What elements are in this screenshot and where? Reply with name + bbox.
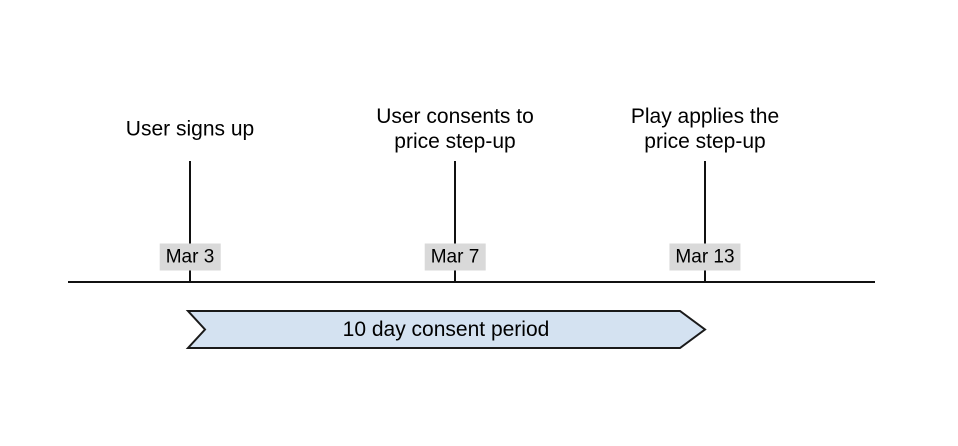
date-label-mar-7: Mar 7 xyxy=(424,243,486,271)
event-label-user-signs-up: User signs up xyxy=(125,117,255,141)
event-label-play-applies: Play applies the price step-up xyxy=(630,105,780,153)
consent-period-banner-label: 10 day consent period xyxy=(342,318,550,341)
event-label-user-consents: User consents to price step-up xyxy=(376,105,534,153)
date-label-mar-3: Mar 3 xyxy=(159,243,221,271)
date-label-mar-13: Mar 13 xyxy=(669,243,741,271)
consent-period-banner-shape xyxy=(185,310,707,349)
